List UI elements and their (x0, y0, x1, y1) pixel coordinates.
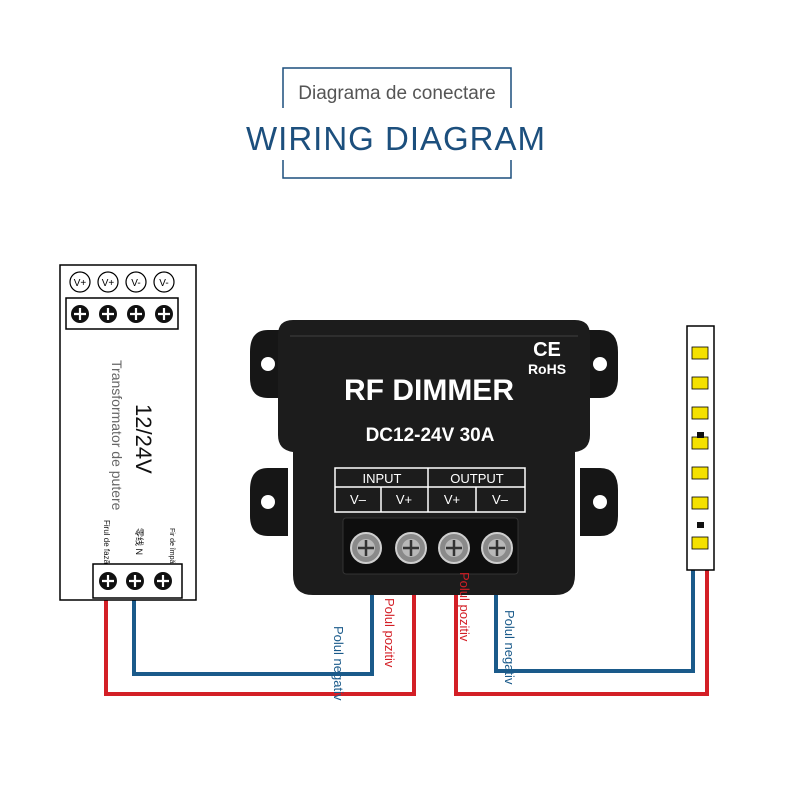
wire-input-negative (132, 562, 374, 676)
transformer-top-terminal-labels: V+ V+ V- V- (69, 271, 175, 293)
screw-terminal-icon (71, 305, 89, 323)
output-negative-label: Polul negativ (502, 610, 517, 685)
phase-wire-label: Firul de fază L (102, 520, 111, 571)
header-bracket-bottom (282, 160, 512, 179)
screw-terminal-icon (155, 305, 173, 323)
led-resistor (697, 522, 704, 528)
led-chip (691, 406, 709, 420)
wire-input-positive (104, 562, 416, 696)
screw-terminal-icon (481, 532, 513, 564)
screw-terminal-icon (126, 572, 144, 590)
wire-output-negative (494, 562, 695, 673)
terminal-label-vplus-1: V+ (74, 278, 87, 289)
output-positive-label: Polul pozitiv (457, 572, 472, 642)
screw-terminal-icon (127, 305, 145, 323)
wire-output-positive (454, 562, 709, 696)
header-title: WIRING DIAGRAM (246, 120, 546, 157)
dimmer-terminal-block (342, 517, 519, 575)
screw-terminal-icon (395, 532, 427, 564)
wires (104, 562, 709, 696)
led-resistor (697, 432, 704, 438)
screw-terminal-icon (438, 532, 470, 564)
screw-terminal-icon (99, 572, 117, 590)
header: Diagrama de conectare WIRING DIAGRAM (246, 67, 546, 179)
dimmer-rating: DC12-24V 30A (366, 425, 495, 446)
header-subtitle: Diagrama de conectare (298, 83, 496, 104)
led-chips (691, 346, 709, 550)
terminal-label-vminus-2: V- (159, 278, 168, 289)
input-negative-label: Polul negativ (331, 626, 346, 701)
led-strip-body (686, 325, 715, 571)
led-chip (691, 496, 709, 510)
screw-terminal-icon (99, 305, 117, 323)
output-vminus-label: V– (492, 492, 509, 507)
screw-terminal-icon (350, 532, 382, 564)
neutral-wire-label: 零线 N (134, 528, 145, 555)
led-chip (691, 536, 709, 550)
input-vplus-label: V+ (396, 492, 412, 507)
output-label: OUTPUT (450, 471, 504, 486)
transformer-bottom-terminal-block (92, 563, 183, 599)
led-chip (691, 376, 709, 390)
terminal-label-vplus-2: V+ (102, 278, 115, 289)
led-chip (691, 436, 709, 450)
transformer-top-terminal-block (65, 297, 179, 330)
power-transformer: V+ V+ V- V- Transformator de putere 12/2… (59, 264, 197, 601)
io-label-panel: INPUT OUTPUT V– V+ V+ V– (334, 467, 526, 513)
header-bracket-top (282, 67, 512, 108)
led-strip (686, 325, 715, 571)
output-vplus-label: V+ (444, 492, 460, 507)
rf-dimmer: CE RoHS RF DIMMER DC12-24V 30A INPUT OUT… (250, 320, 618, 595)
ce-mark: CE (533, 339, 561, 361)
input-positive-label: Polul pozitiv (382, 598, 397, 668)
transformer-label: Transformator de putere (109, 360, 125, 511)
transformer-voltage: 12/24V (131, 404, 156, 474)
terminal-label-vminus-1: V- (131, 278, 140, 289)
wire-labels: Polul negativ Polul pozitiv Polul poziti… (331, 572, 517, 701)
screw-terminal-icon (154, 572, 172, 590)
input-vminus-label: V– (350, 492, 367, 507)
ground-wire-label: Fir de împământare (168, 528, 175, 589)
input-label: INPUT (363, 471, 402, 486)
dimmer-title: RF DIMMER (344, 374, 514, 407)
led-chip (691, 466, 709, 480)
rohs-mark: RoHS (528, 361, 566, 377)
led-chip (691, 346, 709, 360)
